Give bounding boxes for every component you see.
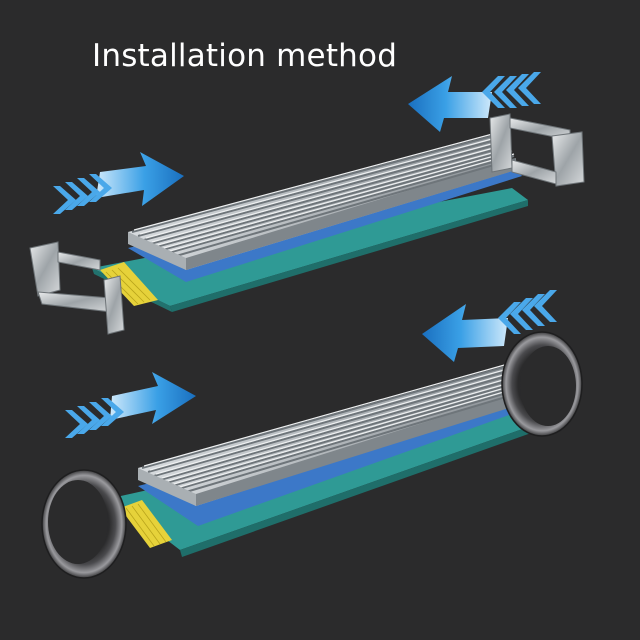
metal-clip-left [29,241,125,335]
arrow-right-icon [65,372,196,438]
arrow-left-icon [408,72,541,132]
metal-clip-right [489,113,585,187]
page-title: Installation method [92,38,398,74]
arrow-left-icon [422,290,557,362]
assembly-ring-mount [41,290,583,579]
assembly-clip-mount [29,72,585,335]
heatsink [138,363,528,506]
rubber-ring-left [41,469,127,579]
gold-contacts [100,262,158,306]
rubber-ring-right [501,331,583,437]
arrow-right-icon [53,152,184,214]
heatsink [128,131,516,270]
gold-contacts [120,500,172,548]
